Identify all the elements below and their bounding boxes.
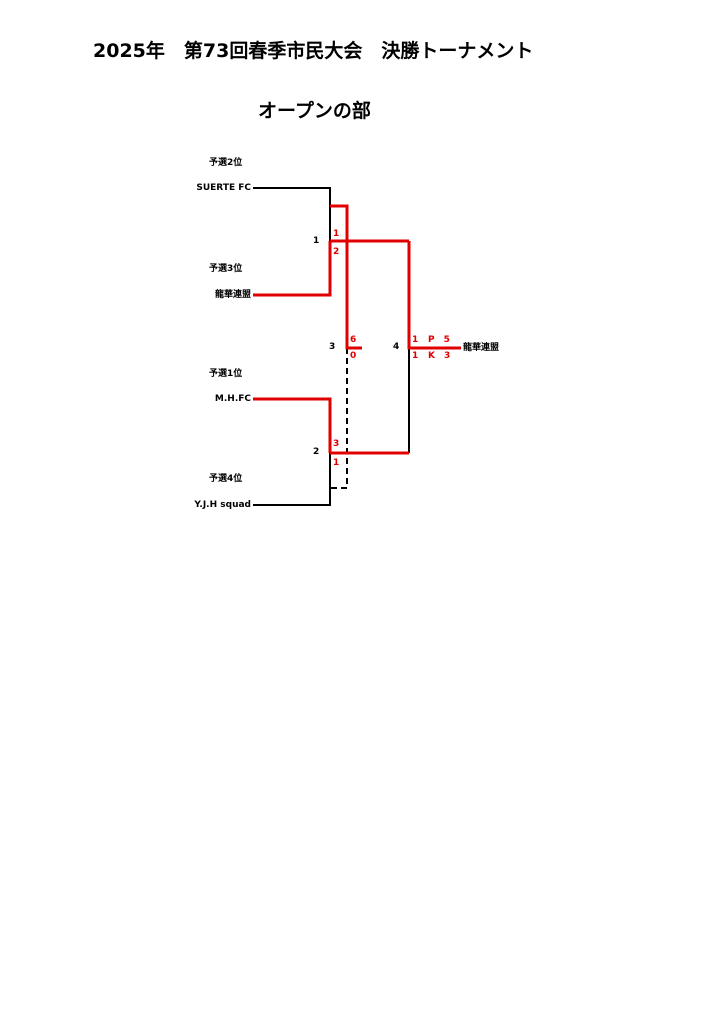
division-title: オープンの部 <box>258 100 371 122</box>
m4-score-top: 1 <box>412 335 419 345</box>
match-number-2: 2 <box>313 447 320 457</box>
line-final-win <box>407 241 461 350</box>
seed-label-1: 予選2位 <box>209 158 243 168</box>
line-team3-win <box>253 397 332 453</box>
seed-label-4: 予選4位 <box>209 474 243 484</box>
match-number-4: 4 <box>393 342 400 352</box>
m3-score-top: 6 <box>350 335 357 345</box>
line-m3-win <box>330 204 362 350</box>
m3-score-bottom: 0 <box>350 351 357 361</box>
team-name-2: 龍華連盟 <box>214 290 251 300</box>
line-m3-dashed <box>330 348 348 489</box>
match-number-1: 1 <box>313 236 320 246</box>
champion-name: 龍華連盟 <box>463 343 500 353</box>
team-name-1: SUERTE FC <box>196 183 251 193</box>
m2-score-top: 3 <box>333 439 340 449</box>
line-team4 <box>253 453 331 506</box>
match-number-3: 3 <box>329 342 336 352</box>
team-name-4: Y.J.H squad <box>194 500 251 510</box>
m1-score-top: 1 <box>333 229 340 239</box>
line-team2-win <box>253 241 332 297</box>
seed-label-2: 予選3位 <box>209 264 243 274</box>
line-team1 <box>253 187 331 241</box>
m4-pk-bottom: K 3 <box>428 351 451 361</box>
seed-label-3: 予選1位 <box>209 369 243 379</box>
team-name-3: M.H.FC <box>214 394 251 404</box>
m4-pk-top: P 5 <box>428 335 450 345</box>
m1-score-bottom: 2 <box>333 247 340 257</box>
page-title: 2025年 第73回春季市民大会 決勝トーナメント <box>93 40 534 62</box>
m2-score-bottom: 1 <box>333 458 340 468</box>
m4-score-bottom: 1 <box>412 351 419 361</box>
